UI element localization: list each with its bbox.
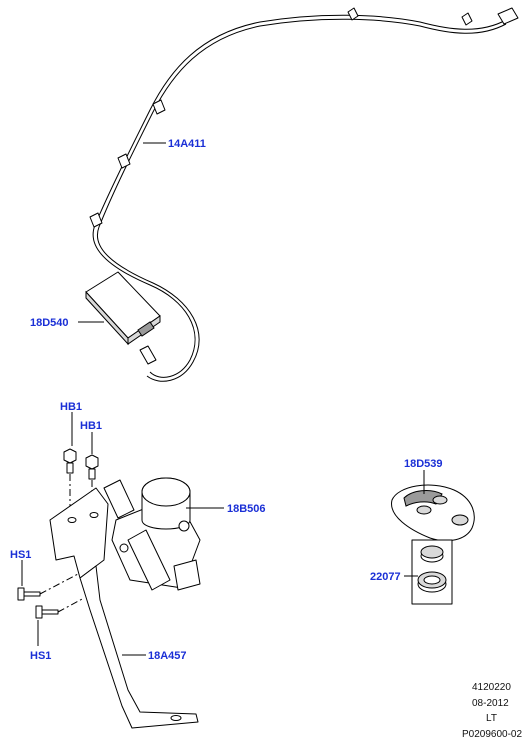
leader-lines <box>21 142 425 656</box>
hex-bolt-right <box>85 454 99 480</box>
remote-key-fob <box>391 484 475 542</box>
callout-remote: 18D539 <box>404 458 443 470</box>
drawing-reference: P0209600-02 <box>462 729 522 740</box>
control-module <box>85 271 161 346</box>
drawing-model: LT <box>486 713 497 724</box>
drawing-number: 4120220 <box>472 682 511 693</box>
callout-screw-upper: HS1 <box>10 549 31 561</box>
drawing-date: 08-2012 <box>472 698 509 709</box>
callout-bracket: 18A457 <box>148 650 187 662</box>
battery-kit <box>411 539 453 605</box>
callout-heater: 18B506 <box>227 503 266 515</box>
mounting-bracket <box>49 487 199 729</box>
callout-bolt-left: HB1 <box>60 401 82 413</box>
callout-screw-lower: HS1 <box>30 650 51 662</box>
callout-module: 18D540 <box>30 317 69 329</box>
screw-upper <box>17 587 41 601</box>
hex-bolt-left <box>63 448 77 474</box>
heater-valve <box>103 477 201 591</box>
screw-lower <box>35 605 59 619</box>
callout-bolt-right: HB1 <box>80 420 102 432</box>
callout-battery: 22077 <box>370 571 401 583</box>
callout-harness: 14A411 <box>168 138 206 150</box>
wiring-harness <box>89 7 519 382</box>
